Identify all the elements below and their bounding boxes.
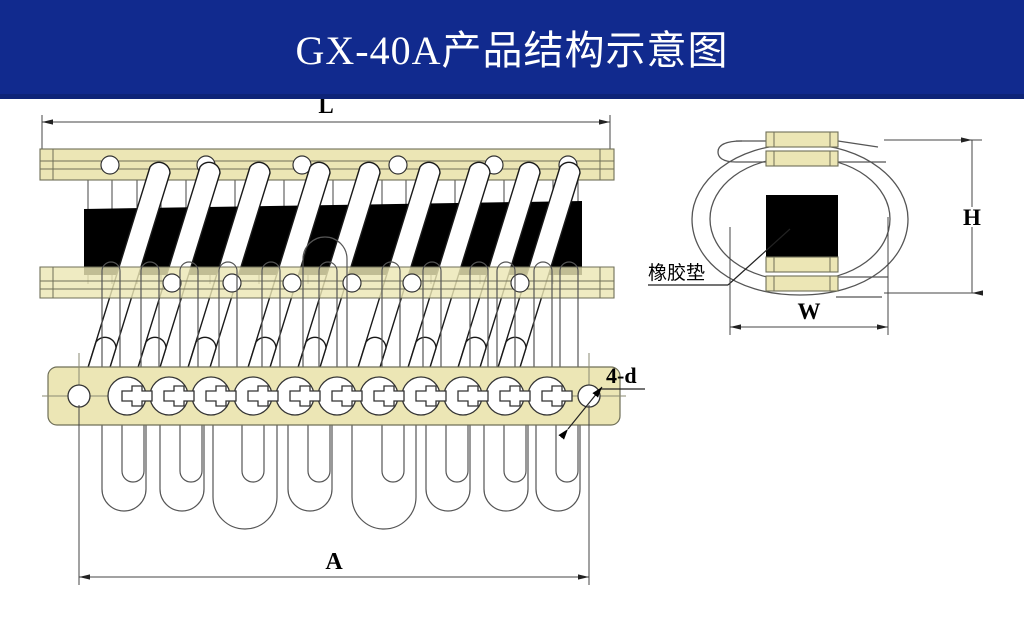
rubber-pad-label: 橡胶垫: [648, 262, 705, 284]
plan-top-view: 4-d A: [42, 236, 645, 585]
bottom-bracket-front-body: [39, 266, 615, 299]
plan-upper-loops: [101, 236, 579, 367]
dimension-label-L: L: [318, 99, 333, 118]
hole-spec-label: 4-d: [606, 363, 637, 388]
front-elevation-view: L: [39, 99, 615, 399]
banner-underline: [0, 94, 1024, 99]
plan-screws: [107, 376, 573, 416]
title-banner: GX-40A产品结构示意图: [0, 0, 1024, 94]
rubber-pad-callout: 橡胶垫: [648, 228, 791, 286]
dimension-A: A: [78, 405, 590, 585]
plan-lower-loops: [101, 391, 581, 530]
bottom-bracket-side: [765, 256, 839, 292]
technical-drawing-area: L: [0, 99, 1024, 625]
dimension-W: W: [729, 217, 889, 335]
dimension-label-A: A: [325, 549, 343, 575]
dimension-label-H: H: [963, 205, 981, 230]
side-section-view: 橡胶垫 H W: [648, 131, 983, 335]
hole-spec-callout: 4-d: [558, 363, 645, 440]
cable-tail-side: [717, 140, 743, 163]
cable-loop-outer-side: [691, 143, 909, 296]
dimension-H: H: [884, 137, 983, 296]
page-title: GX-40A产品结构示意图: [295, 28, 729, 73]
rubber-pad-side: [766, 195, 838, 257]
cable-leads-side: [736, 140, 888, 298]
dimension-label-W: W: [798, 299, 821, 324]
mounting-hole-left: [67, 384, 91, 408]
top-bracket-side: [765, 131, 839, 167]
